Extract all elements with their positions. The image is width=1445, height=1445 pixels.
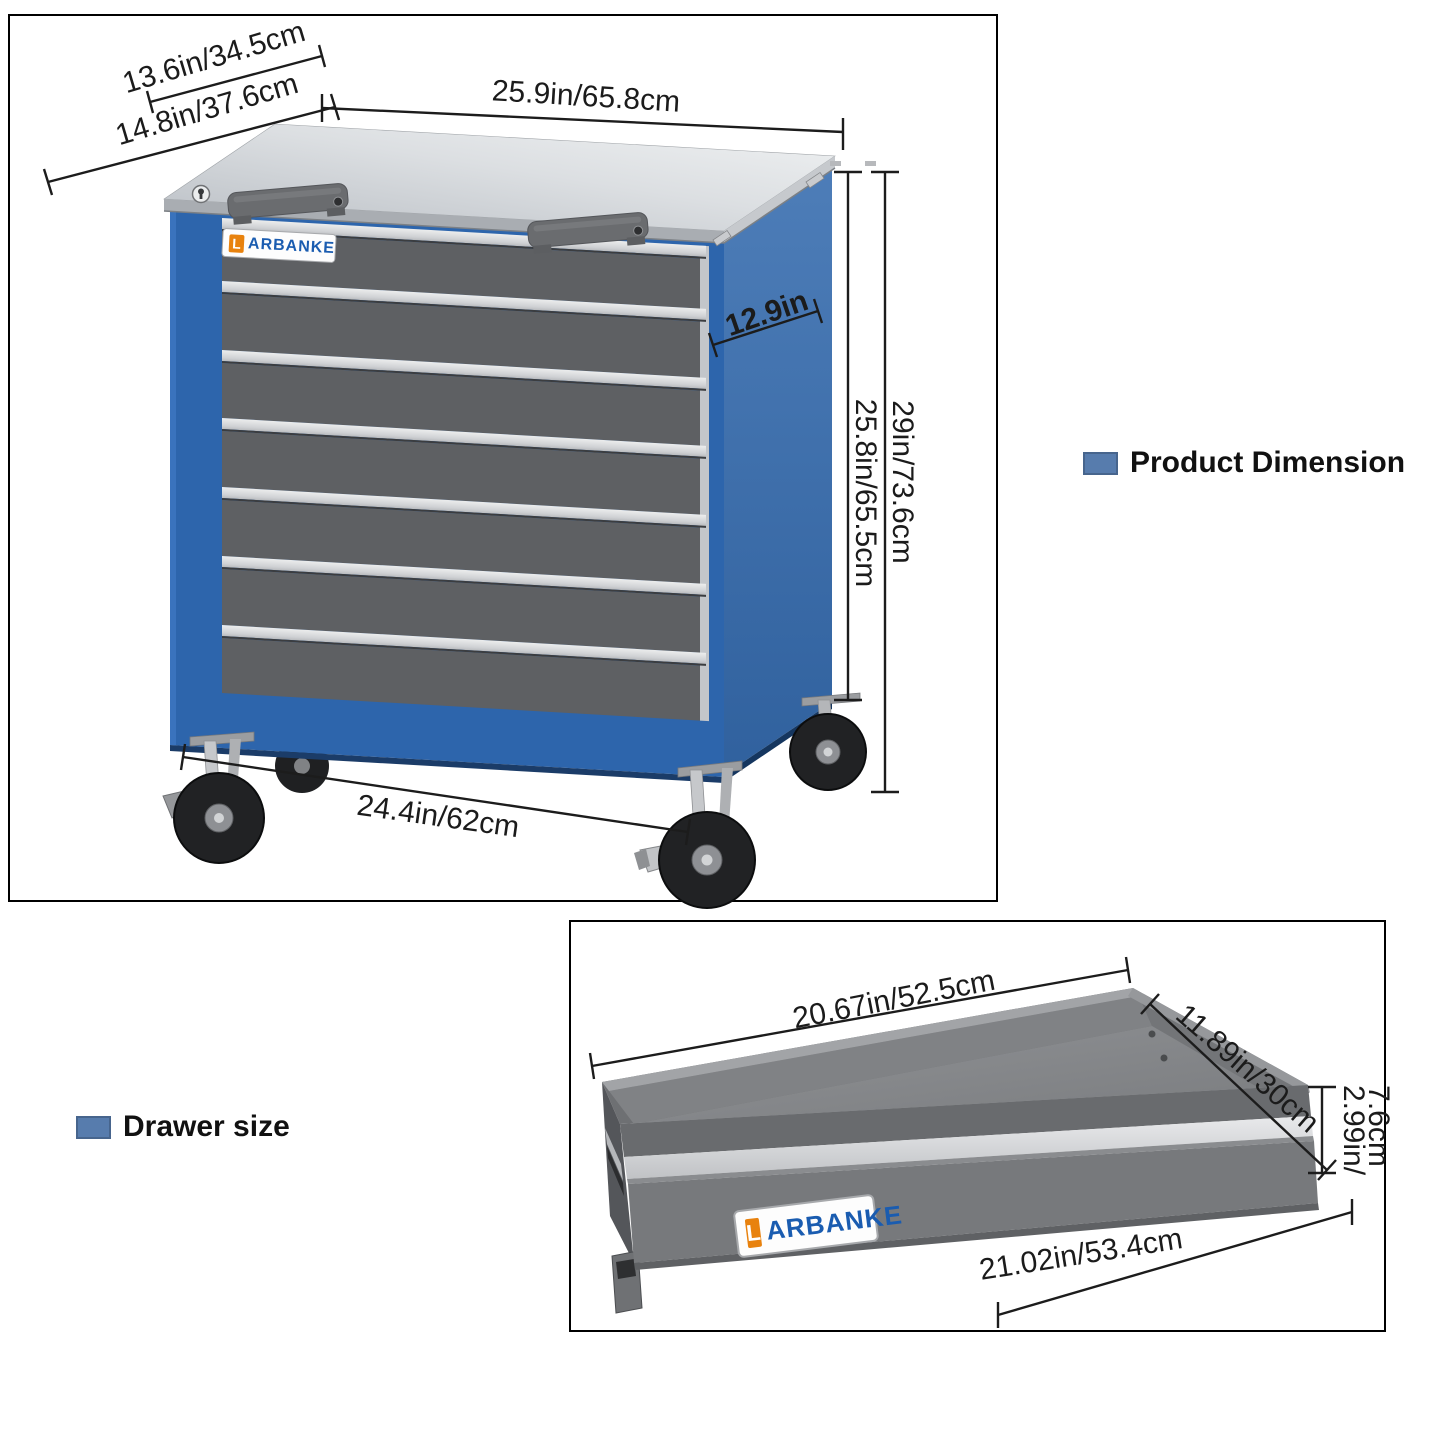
brand-logo-l: L [228,233,245,253]
dim-drawer-height-line2: 7.6cm [1362,1085,1395,1167]
legend-product-label: Product Dimension [1130,446,1406,479]
dim-height-body: 25.8in/65.5cm [849,398,882,588]
legend-swatch-icon [76,1115,111,1139]
legend-product-dimension: Product Dimension [1083,446,1405,480]
brand-logo-l: L [744,1217,763,1248]
dim-height-total: 29in/73.6cm [886,400,919,564]
legend-drawer-label: Drawer size [123,1110,290,1143]
product-dimension-panel [8,14,998,902]
drawer-size-panel [569,920,1386,1332]
brand-logo-name: ARBANKE [247,234,336,257]
legend-drawer-size: Drawer size [76,1110,290,1144]
legend-swatch-icon [1083,451,1118,475]
